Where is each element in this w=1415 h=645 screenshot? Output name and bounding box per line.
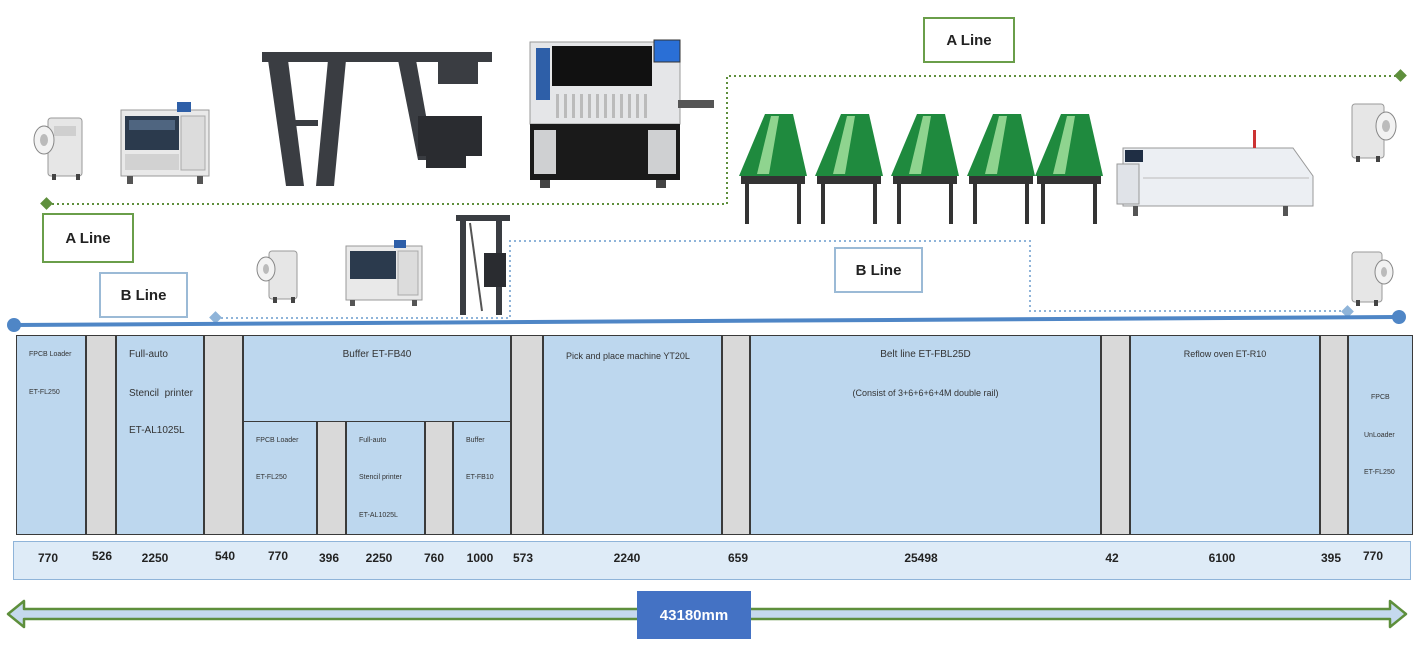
pick-place-title: Pick and place machine YT20L <box>566 351 690 361</box>
main-line <box>13 315 1400 327</box>
conveyor-1 <box>739 114 807 224</box>
dim-value: 770 <box>1362 549 1384 563</box>
block-sub-loader: FPCB Loader ET-FL250 <box>243 421 317 535</box>
dim-value: 526 <box>91 549 113 563</box>
a-line-label-left: A Line <box>42 213 134 263</box>
fpcb-loader-model: ET-FL250 <box>29 389 60 396</box>
a-line-label-top: A Line <box>923 17 1015 63</box>
sub-buffer-model: ET-FB10 <box>466 474 494 481</box>
loader-machine-icon <box>28 112 88 182</box>
dim-value: 1000 <box>466 551 494 565</box>
conveyor-4 <box>967 114 1035 224</box>
unloader-model: ET-FL250 <box>1364 469 1395 476</box>
dim-value: 760 <box>423 551 445 565</box>
belt-line-note: (Consist of 3+6+6+6+4M double rail) <box>852 388 999 398</box>
gap-1 <box>86 335 116 535</box>
block-unloader: FPCB UnLoader ET-FL250 <box>1348 335 1413 535</box>
sub-buffer-name: Buffer <box>466 437 485 444</box>
conveyor-5 <box>1035 114 1103 224</box>
belt-line-title: Belt line ET-FBL25D <box>880 349 971 360</box>
main-line-end-dot <box>1392 310 1406 324</box>
b-unloader-machine-icon <box>1348 248 1398 308</box>
dim-value: 770 <box>267 549 289 563</box>
sub-loader-model: ET-FL250 <box>256 474 287 481</box>
block-stencil-printer: Full-auto Stencil printer ET-AL1025L <box>116 335 204 535</box>
dim-value: 42 <box>1105 551 1119 565</box>
gap-3 <box>511 335 543 535</box>
block-belt-line: Belt line ET-FBL25D (Consist of 3+6+6+6+… <box>750 335 1101 535</box>
stencil-printer-line1: Full-auto <box>129 349 168 360</box>
gap-sub-1 <box>317 421 346 535</box>
stencil-printer-icon <box>119 100 213 186</box>
block-reflow: Reflow oven ET-R10 <box>1130 335 1320 535</box>
dim-value: 25498 <box>904 551 938 565</box>
unloader-line2: UnLoader <box>1364 432 1395 439</box>
buffer-frame-icon <box>258 50 498 190</box>
a-line-end-marker <box>1394 69 1407 82</box>
stencil-printer-line2: Stencil printer <box>129 388 193 399</box>
gap-sub-2 <box>425 421 453 535</box>
unloader-line1: FPCB <box>1371 394 1390 401</box>
sub-loader-name: FPCB Loader <box>256 437 299 444</box>
fpcb-loader-name: FPCB Loader <box>29 351 72 358</box>
b-line-marker-left <box>209 311 222 324</box>
dim-value: 2250 <box>365 551 393 565</box>
dim-value: 2250 <box>141 551 169 565</box>
total-length-label: 43180mm <box>637 591 751 639</box>
a-line-start-marker <box>40 197 53 210</box>
block-fpcb-loader: FPCB Loader ET-FL250 <box>16 335 86 535</box>
a-line-path <box>47 75 1400 205</box>
sub-printer-line2: Stencil printer <box>359 474 402 481</box>
b-loader-machine-icon <box>253 247 303 305</box>
main-line-start-dot <box>7 318 21 332</box>
dim-value: 540 <box>214 549 236 563</box>
dim-value: 6100 <box>1208 551 1236 565</box>
dim-value: 2240 <box>613 551 641 565</box>
b-buffer-frame-icon <box>454 213 512 317</box>
block-pick-place: Pick and place machine YT20L <box>543 335 722 535</box>
gap-6 <box>1320 335 1348 535</box>
gap-5 <box>1101 335 1130 535</box>
dim-value: 573 <box>512 551 534 565</box>
b-line-label-left: B Line <box>99 272 188 318</box>
b-line-path <box>216 240 1346 319</box>
gap-2 <box>204 335 243 535</box>
belt-conveyor-icon <box>735 110 1105 230</box>
conveyor-2 <box>815 114 883 224</box>
dimension-strip <box>13 541 1411 580</box>
pick-place-machine-icon <box>528 38 718 192</box>
b-line-label-mid: B Line <box>834 247 923 293</box>
dim-value: 395 <box>1320 551 1342 565</box>
sub-printer-line1: Full-auto <box>359 437 387 444</box>
reflow-title: Reflow oven ET-R10 <box>1183 349 1267 359</box>
sub-printer-model: ET-AL1025L <box>359 512 398 519</box>
dim-value: 396 <box>318 551 340 565</box>
dim-value: 770 <box>37 551 59 565</box>
unloader-machine-icon <box>1348 98 1400 164</box>
block-sub-buffer: Buffer ET-FB10 <box>453 421 511 535</box>
buffer-title: Buffer ET-FB40 <box>342 349 412 360</box>
reflow-oven-icon <box>1113 128 1318 220</box>
stencil-printer-model: ET-AL1025L <box>129 425 185 436</box>
b-stencil-printer-icon <box>344 238 426 308</box>
dim-value: 659 <box>727 551 749 565</box>
gap-4 <box>722 335 750 535</box>
block-sub-printer: Full-auto Stencil printer ET-AL1025L <box>346 421 425 535</box>
conveyor-3 <box>891 114 959 224</box>
